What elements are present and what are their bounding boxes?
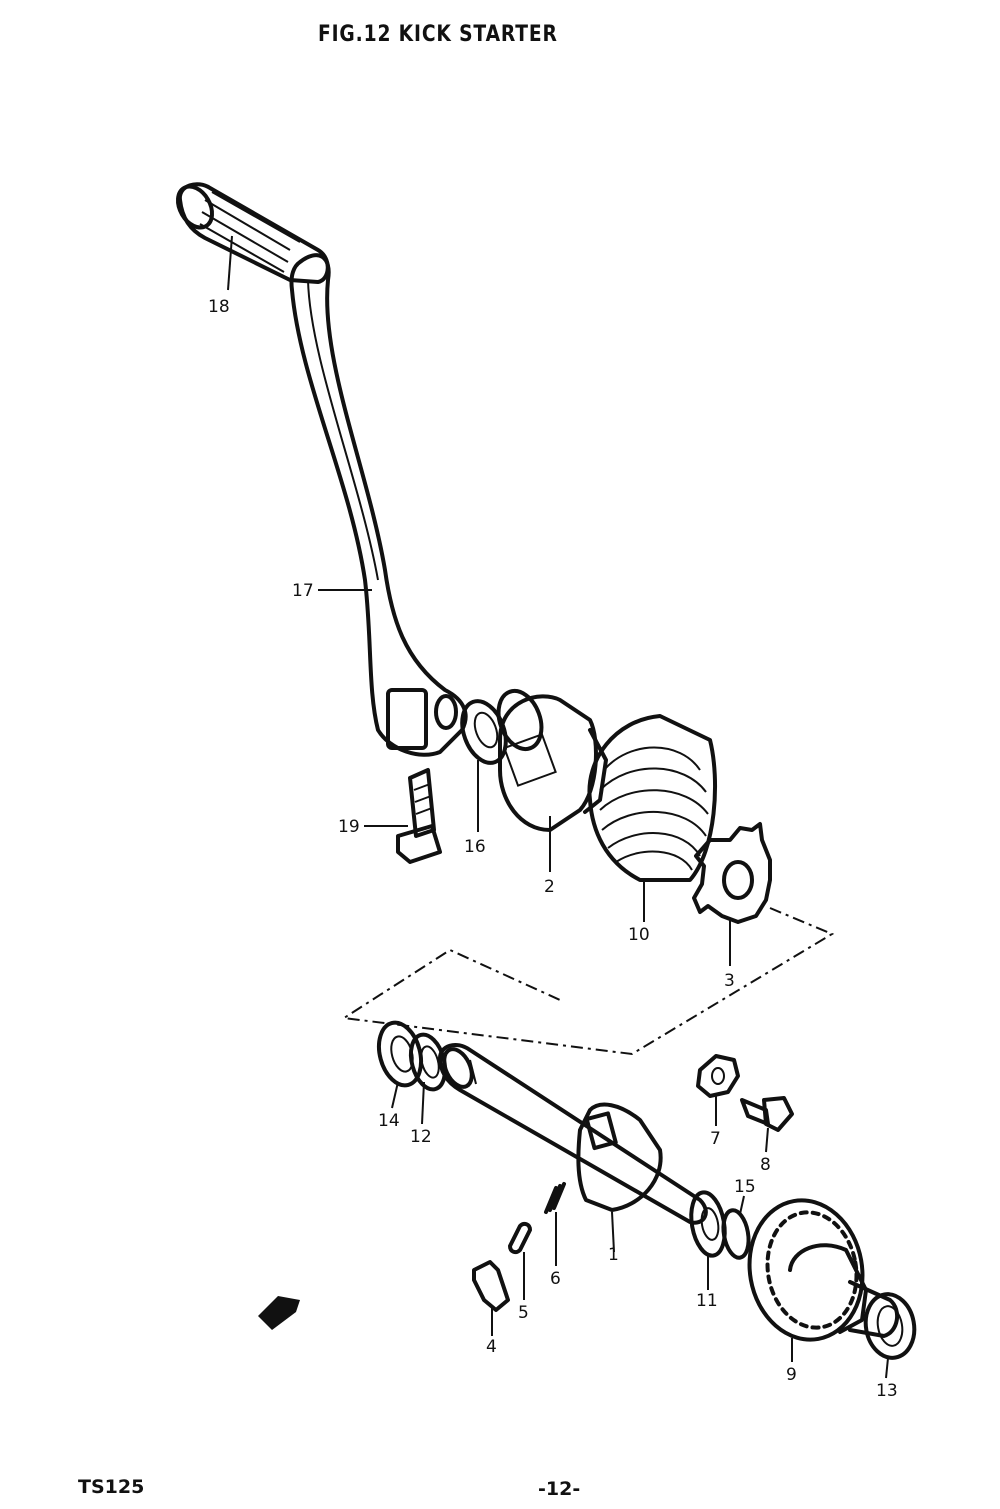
assembly-line <box>341 907 835 1056</box>
part-label-17: 17 <box>292 581 314 601</box>
kick-starter-guide <box>496 688 608 832</box>
spring-6 <box>544 1182 566 1214</box>
part-label-6: 6 <box>550 1269 561 1289</box>
kick-starter-gear <box>747 1198 900 1342</box>
part-label-5: 5 <box>518 1303 529 1323</box>
kick-starter-shaft <box>438 1042 708 1225</box>
part-label-2: 2 <box>544 877 555 897</box>
part-label-7: 7 <box>710 1129 721 1149</box>
part-label-16: 16 <box>464 837 486 857</box>
model-label: TS125 <box>78 1476 145 1498</box>
part-label-11: 11 <box>696 1291 718 1311</box>
part-label-13: 13 <box>876 1381 898 1401</box>
part-label-14: 14 <box>378 1111 400 1131</box>
kick-lever <box>289 253 468 757</box>
part-label-9: 9 <box>786 1365 797 1385</box>
kick-pedal-grip <box>175 182 330 284</box>
stopper-guide-7 <box>696 1054 740 1098</box>
front-arrow-icon <box>258 1296 300 1330</box>
circlip-15 <box>721 1208 751 1260</box>
bolt-8 <box>740 1096 794 1132</box>
kick-lever-bolt <box>396 768 442 864</box>
leader-lines <box>227 235 889 1379</box>
part-label-19: 19 <box>338 817 360 837</box>
part-label-4: 4 <box>486 1337 497 1357</box>
pin-5 <box>508 1221 532 1255</box>
part-label-1: 1 <box>608 1245 619 1265</box>
part-label-3: 3 <box>724 971 735 991</box>
washer-13 <box>863 1292 917 1360</box>
part-label-18: 18 <box>208 297 230 317</box>
figure-title: FIG.12 KICK STARTER <box>318 22 558 47</box>
part-label-8: 8 <box>760 1155 771 1175</box>
retainer-4 <box>472 1260 510 1312</box>
stopper-plate <box>692 822 772 924</box>
part-label-10: 10 <box>628 925 650 945</box>
return-spring <box>587 714 718 882</box>
part-label-15: 15 <box>734 1177 756 1197</box>
page-number: -12- <box>538 1478 581 1500</box>
part-label-12: 12 <box>410 1127 432 1147</box>
